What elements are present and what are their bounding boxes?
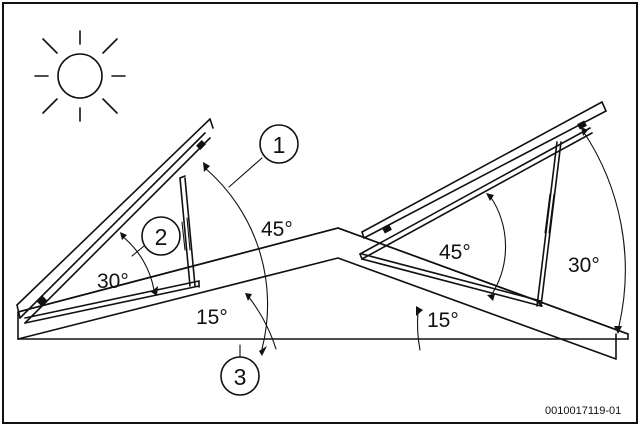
sun-icon: [34, 30, 126, 122]
right-collector-frame: [361, 141, 562, 307]
right-roof-15-label: 15°: [427, 309, 459, 332]
callout-1-number: 1: [273, 132, 286, 158]
right-tilt-45-label: 45°: [439, 241, 471, 264]
callout-2: 2: [141, 216, 181, 256]
left-roof-15-label: 15°: [196, 306, 228, 329]
callout-3-number: 3: [234, 364, 247, 390]
leader-line-2: [131, 245, 145, 257]
callout-3: 3: [220, 356, 260, 396]
left-tilt-45-label: 45°: [261, 218, 293, 241]
left-collector-frame: [24, 175, 200, 324]
figure-code: 0010017119-01: [545, 405, 621, 417]
callout-1: 1: [259, 124, 299, 164]
callout-2-number: 2: [155, 224, 168, 250]
leader-line-1: [228, 157, 263, 188]
right-collector-30: [359, 101, 607, 260]
left-collector-45: [16, 118, 214, 324]
right-tilt-30-label: 30°: [568, 254, 600, 277]
left-tilt-30-label: 30°: [97, 270, 129, 293]
angle-arcs: [120, 127, 626, 356]
